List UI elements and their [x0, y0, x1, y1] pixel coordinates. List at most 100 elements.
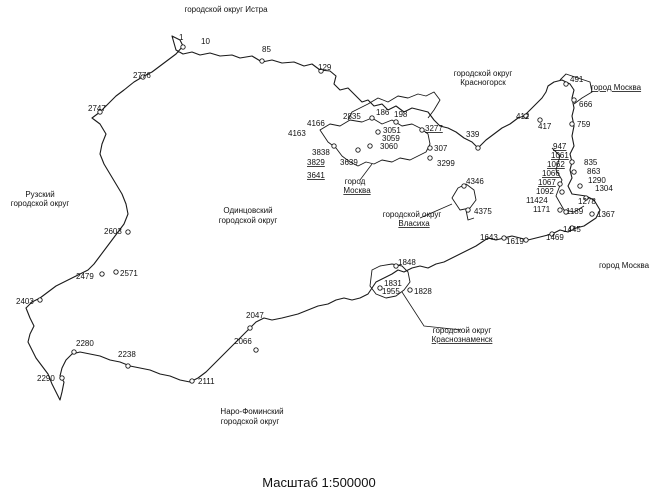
label-point-412: 412	[516, 112, 530, 121]
point-2479	[99, 271, 105, 277]
region-narofominsk-line1: Наро-Фоминский	[220, 407, 283, 416]
point-4375	[465, 207, 471, 213]
label-point-1304: 1304	[595, 184, 613, 193]
label-point-1092: 1092	[536, 187, 554, 196]
point-1367	[589, 211, 595, 217]
label-point-4163: 4163	[288, 129, 306, 138]
label-point-11424: 11424	[526, 196, 548, 205]
label-point-4166: 4166	[307, 119, 325, 128]
point-1848	[393, 263, 399, 269]
label-point-1848: 1848	[398, 258, 416, 267]
region-moskva-right: город Москва	[599, 261, 650, 270]
label-point-3059: 3059	[382, 134, 400, 143]
point-417	[537, 117, 543, 123]
point-2776	[140, 74, 146, 80]
region-moskva-inner-line2: Москва	[343, 186, 371, 195]
region-vlasikha-line1: городской округ	[383, 210, 442, 219]
point-1189	[563, 209, 569, 215]
scale-label: Масштаб 1:500000	[262, 475, 375, 490]
label-point-1: 1	[179, 33, 184, 42]
label-point-1066: 1066	[542, 169, 560, 178]
point-835	[569, 159, 575, 165]
point-3639	[355, 147, 361, 153]
district-boundary	[25, 35, 601, 401]
label-point-835: 835	[584, 158, 598, 167]
point-1831	[377, 285, 383, 291]
point-3838	[331, 143, 337, 149]
region-labels: городской округ Истра городской округ Кр…	[11, 5, 650, 426]
label-point-759: 759	[577, 120, 591, 129]
label-point-339: 339	[466, 130, 480, 139]
point-1469	[549, 231, 555, 237]
region-moskva-top: город Москва	[591, 83, 642, 92]
point-666	[571, 97, 577, 103]
point-186	[369, 115, 375, 121]
region-odintsovo-line1: Одинцовский	[223, 206, 272, 215]
point-412	[523, 113, 529, 119]
label-point-1171: 1171	[533, 205, 551, 214]
label-point-3641: 3641	[307, 171, 325, 180]
point-1278	[583, 195, 589, 201]
label-point-417: 417	[538, 122, 552, 131]
label-point-3838: 3838	[312, 148, 330, 157]
label-point-1445: 1445	[563, 225, 581, 234]
krasnoznamensk-boundary	[369, 263, 411, 299]
region-krasnoznamensk-line1: городской округ	[433, 326, 492, 335]
label-point-2571: 2571	[120, 269, 138, 278]
region-vlasikha-line2: Власиха	[398, 219, 430, 228]
point-3060	[367, 143, 373, 149]
label-point-1469: 1469	[546, 233, 564, 242]
point-3051	[375, 129, 381, 135]
region-ruza-line2: городской округ	[11, 199, 70, 208]
label-point-1955: 1955	[382, 287, 400, 296]
point-491	[563, 81, 569, 87]
point-1092	[559, 189, 565, 195]
vlasikha-tail	[465, 209, 475, 221]
point-863	[571, 169, 577, 175]
label-point-1062: 1062	[547, 160, 565, 169]
label-point-1061: 1061	[551, 151, 569, 160]
vlasikha-boundary	[451, 183, 477, 211]
point-2111	[189, 378, 195, 384]
region-ruza-line1: Рузский	[25, 190, 54, 199]
label-point-863: 863	[587, 167, 601, 176]
region-krasnogorsk-line1: городской округ	[454, 69, 513, 78]
label-point-2776: 2776	[133, 71, 151, 80]
point-2066	[253, 347, 259, 353]
point-198	[393, 119, 399, 125]
point-2238	[125, 363, 131, 369]
label-point-2290: 2290	[37, 374, 55, 383]
leader-moskva-inner	[359, 163, 373, 181]
label-point-307: 307	[434, 144, 448, 153]
label-point-3060: 3060	[380, 142, 398, 151]
point-339	[475, 145, 481, 151]
label-point-1828: 1828	[414, 287, 432, 296]
point-1828	[407, 287, 413, 293]
point-85	[259, 58, 265, 64]
point-759	[569, 121, 575, 127]
label-point-2280: 2280	[76, 339, 94, 348]
label-point-2066: 2066	[234, 337, 252, 346]
label-point-85: 85	[262, 45, 271, 54]
point-1	[180, 44, 186, 50]
point-2571	[113, 269, 119, 275]
point-3299	[427, 155, 433, 161]
label-point-2835: 2835	[343, 112, 361, 121]
region-istra: городской округ Истра	[184, 5, 268, 14]
label-point-1067: 1067	[538, 178, 556, 187]
point-2047	[247, 325, 253, 331]
point-2747	[97, 109, 103, 115]
point-1643	[501, 235, 507, 241]
point-3277	[419, 127, 425, 133]
label-point-1290: 1290	[588, 176, 606, 185]
label-point-2479: 2479	[76, 272, 94, 281]
label-point-1643: 1643	[480, 233, 498, 242]
moscow-inner-boundary	[319, 117, 431, 167]
krasnogorsk-boundary	[347, 91, 441, 121]
point-1067	[557, 181, 563, 187]
label-point-1831: 1831	[384, 279, 402, 288]
point-2280	[71, 349, 77, 355]
boundary-points	[37, 44, 595, 384]
label-point-2111: 2111	[198, 377, 215, 386]
